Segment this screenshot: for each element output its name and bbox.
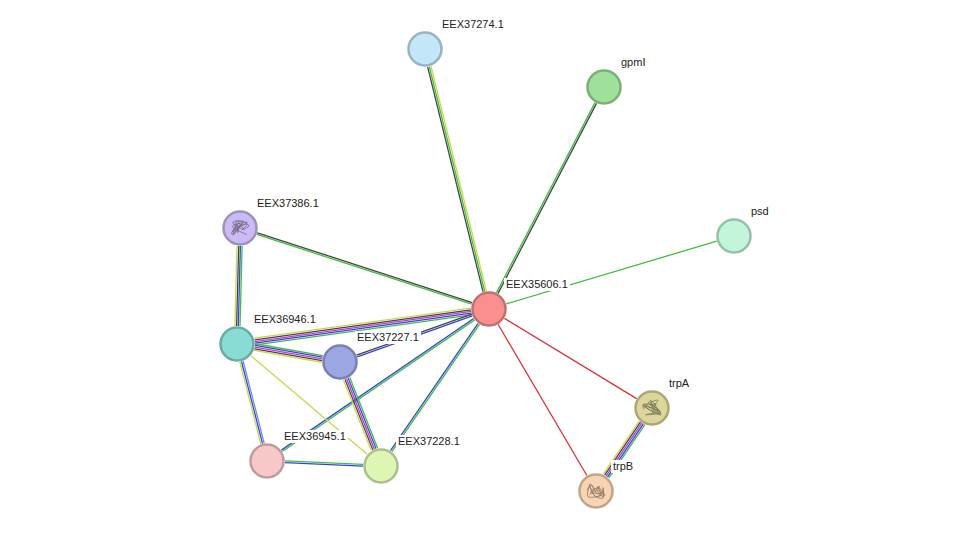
node-disc — [251, 445, 284, 478]
protein-node: EEX36945.1 — [249, 443, 285, 479]
evidence-line — [282, 320, 474, 452]
node-circle — [578, 473, 614, 509]
interaction-edge — [603, 421, 645, 478]
evidence-line — [285, 463, 363, 466]
node-circle — [363, 448, 399, 484]
protein-node: trpA — [634, 390, 670, 426]
evidence-line — [255, 345, 323, 357]
protein-node: trpB — [578, 473, 614, 509]
evidence-line — [609, 425, 645, 478]
evidence-line — [504, 318, 636, 398]
node-label: psd — [749, 205, 771, 218]
node-disc — [221, 328, 254, 361]
interaction-edge — [498, 325, 587, 476]
evidence-line — [606, 423, 642, 476]
evidence-line — [281, 318, 473, 450]
node-label: gpmI — [619, 56, 647, 69]
evidence-line — [347, 379, 375, 450]
node-circle — [716, 218, 752, 254]
evidence-line — [607, 424, 643, 477]
node-disc — [636, 392, 669, 425]
evidence-line — [255, 347, 323, 359]
node-label: EEX37227.1 — [355, 331, 421, 344]
protein-node: gpmI — [586, 69, 622, 105]
node-label: trpA — [667, 377, 691, 390]
node-circle — [634, 390, 670, 426]
node-circle — [219, 326, 255, 362]
protein-node: EEX37228.1 — [363, 448, 399, 484]
evidence-line — [348, 378, 376, 449]
interaction-edge — [240, 361, 264, 444]
node-circle — [249, 443, 285, 479]
evidence-line — [431, 66, 486, 291]
node-disc — [718, 220, 751, 253]
interaction-edge — [235, 246, 242, 326]
evidence-line — [498, 325, 587, 476]
node-circle — [407, 31, 443, 67]
node-label: EEX37228.1 — [396, 435, 462, 448]
structure-icon — [587, 484, 605, 498]
node-label: EEX37274.1 — [440, 18, 506, 31]
evidence-line — [497, 103, 595, 293]
evidence-line — [235, 246, 237, 326]
node-label: EEX37386.1 — [255, 197, 321, 210]
protein-node: EEX36946.1 — [219, 326, 255, 362]
interaction-edge — [257, 233, 472, 304]
node-disc — [409, 33, 442, 66]
node-label: trpB — [611, 460, 635, 473]
evidence-line — [240, 362, 261, 444]
node-disc — [473, 293, 506, 326]
evidence-line — [498, 103, 596, 293]
structure-icon — [643, 400, 661, 415]
node-disc — [365, 450, 398, 483]
interaction-edge — [504, 318, 636, 398]
interaction-edge — [285, 461, 363, 466]
evidence-line — [254, 350, 322, 362]
node-circle — [586, 69, 622, 105]
evidence-line — [257, 234, 472, 304]
evidence-line — [255, 344, 323, 356]
node-disc — [580, 475, 613, 508]
interaction-edge — [254, 344, 323, 363]
protein-node: EEX35606.1 — [471, 291, 507, 327]
node-disc — [324, 346, 357, 379]
interaction-edge — [506, 241, 716, 304]
evidence-line — [605, 422, 641, 475]
structure-icon — [231, 221, 248, 235]
node-circle — [471, 291, 507, 327]
evidence-line — [243, 361, 264, 443]
evidence-line — [254, 349, 322, 361]
protein-node: EEX37386.1 — [222, 210, 258, 246]
node-label: EEX36945.1 — [282, 430, 348, 443]
evidence-line — [603, 421, 639, 474]
protein-node: EEX37274.1 — [407, 31, 443, 67]
evidence-line — [429, 66, 484, 291]
evidence-line — [506, 241, 716, 304]
protein-node: psd — [716, 218, 752, 254]
interaction-edge — [281, 318, 474, 451]
node-disc — [224, 212, 257, 245]
evidence-line — [345, 379, 373, 450]
interaction-edge — [428, 66, 487, 292]
interaction-edge — [497, 103, 597, 294]
node-circle — [222, 210, 258, 246]
node-circle — [322, 344, 358, 380]
interaction-edge — [343, 377, 377, 450]
node-label: EEX35606.1 — [504, 278, 570, 291]
evidence-line — [241, 361, 262, 443]
evidence-line — [428, 67, 483, 292]
protein-node: EEX37227.1 — [322, 344, 358, 380]
node-label: EEX36946.1 — [252, 313, 318, 326]
evidence-line — [257, 233, 472, 303]
evidence-line — [350, 377, 378, 448]
node-disc — [588, 71, 621, 104]
